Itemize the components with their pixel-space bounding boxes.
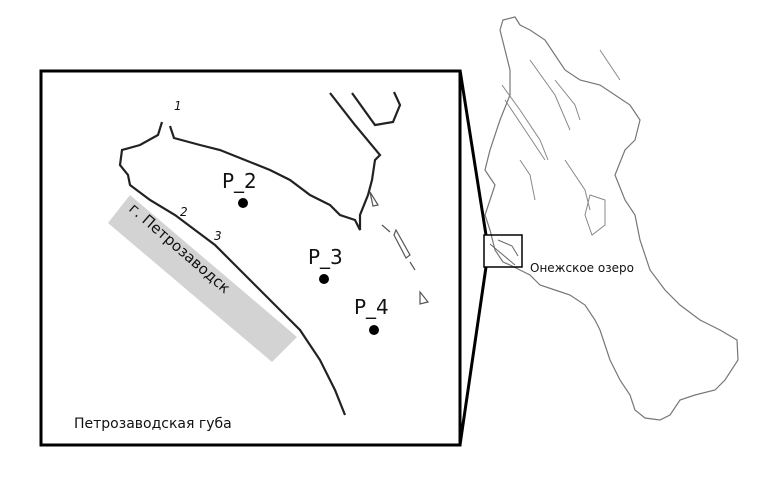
inset-coastline-west [118, 121, 347, 416]
overview-inset-shore [489, 239, 519, 266]
shore-point-1: 1 [174, 99, 182, 113]
lake-islands [501, 49, 621, 236]
station-label-p2: P_2 [222, 169, 257, 193]
station-marker-p4 [369, 325, 379, 335]
connector-line-top [458, 69, 488, 236]
city-band [108, 195, 297, 362]
lake-label: Онежское озеро [530, 261, 634, 275]
station-marker-p2 [238, 198, 248, 208]
inset-coastline-north [168, 92, 382, 231]
connector-line-bottom [458, 266, 488, 446]
overview-inset-box [483, 234, 523, 268]
shore-point-3: 3 [214, 229, 222, 243]
station-label-p3: P_3 [308, 245, 343, 269]
station-marker-p3 [319, 274, 329, 284]
onega-lake-outline [484, 16, 739, 421]
inset-frame [39, 69, 462, 447]
inset-coastline-northeast [351, 91, 402, 127]
station-label-p4: P_4 [354, 295, 389, 319]
shore-point-2: 2 [180, 205, 188, 219]
bay-label: Петрозаводская губа [74, 416, 232, 432]
inset-islands [369, 191, 430, 305]
